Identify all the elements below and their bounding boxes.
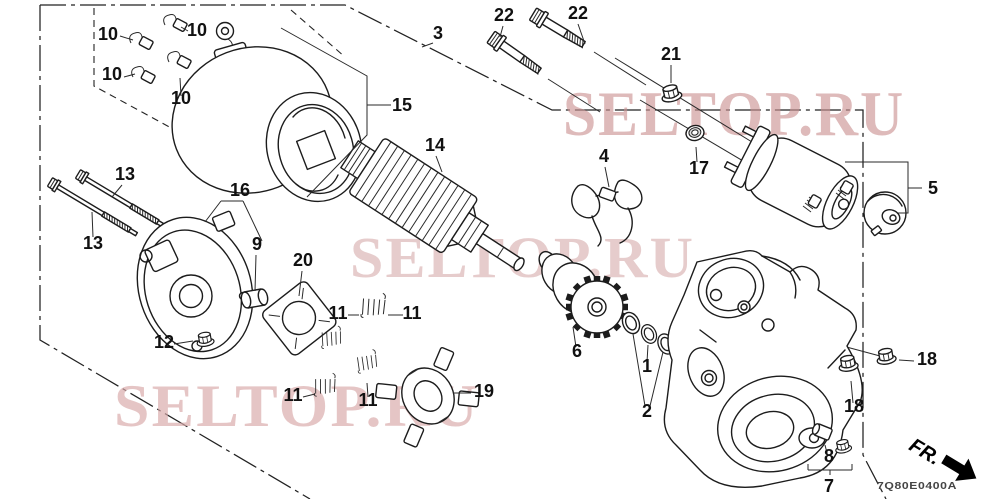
flange-nut-18-drawing <box>874 346 898 367</box>
callout-5[interactable]: 5 <box>928 178 938 198</box>
carbon-brush-drawing <box>166 50 193 70</box>
callout-13-1[interactable]: 13 <box>115 164 135 184</box>
watermark-top-right: SELTOP.RU <box>563 78 905 149</box>
callout-10-3[interactable]: 10 <box>102 64 122 84</box>
end-cover-drawing <box>136 210 254 360</box>
callout-10-2[interactable]: 10 <box>187 20 207 40</box>
callout-15[interactable]: 15 <box>392 95 412 115</box>
callout-9[interactable]: 9 <box>252 234 262 254</box>
pin-8-drawing <box>811 423 853 455</box>
diagram-part-code: 7Q80E0400A <box>877 481 957 492</box>
mount-bolt-drawing-1 <box>485 29 546 80</box>
callout-11-2[interactable]: 11 <box>402 303 421 323</box>
callout-14[interactable]: 14 <box>425 135 445 155</box>
callout-17[interactable]: 17 <box>689 158 709 178</box>
armature-drawing <box>340 138 525 272</box>
fr-label: FR. <box>905 434 944 469</box>
brush-spring-drawing <box>351 347 383 377</box>
callout-18-1[interactable]: 18 <box>917 349 937 369</box>
callout-brackets <box>204 27 922 475</box>
carbon-brush-drawing <box>128 31 155 51</box>
fr-arrow-icon <box>941 454 977 481</box>
solenoid-drawing <box>723 125 907 237</box>
callout-11-3[interactable]: 11 <box>283 385 302 405</box>
callout-10-4[interactable]: 10 <box>171 88 191 108</box>
callout-1[interactable]: 1 <box>642 356 652 376</box>
gear-case-drawing <box>663 249 863 488</box>
callout-3[interactable]: 3 <box>433 23 443 43</box>
callout-12[interactable]: 12 <box>154 332 174 352</box>
callout-11-1[interactable]: 11 <box>328 303 347 323</box>
callout-2[interactable]: 2 <box>642 401 652 421</box>
clutch-pinion-drawing <box>538 250 629 339</box>
brush-holder-drawing <box>375 346 480 448</box>
brush-spring-drawing <box>355 291 391 322</box>
solenoid-terminal-drawing <box>802 180 854 213</box>
callout-4[interactable]: 4 <box>599 146 609 166</box>
callout-16[interactable]: 16 <box>230 180 250 200</box>
callout-10-1[interactable]: 10 <box>98 24 118 44</box>
callout-22-2[interactable]: 22 <box>568 3 588 23</box>
brush-plate-drawing <box>262 281 337 356</box>
callout-6[interactable]: 6 <box>572 341 582 361</box>
callout-11-4[interactable]: 11 <box>358 390 377 410</box>
callout-20[interactable]: 20 <box>293 250 313 270</box>
thrust-washer-drawing <box>638 321 660 347</box>
callout-leaders <box>91 23 915 454</box>
figure-frame <box>39 4 887 499</box>
callout-19[interactable]: 19 <box>474 381 494 401</box>
bushing-9-drawing <box>240 288 269 309</box>
callout-numbers: 10 10 10 10 3 22 22 21 15 14 4 17 5 13 1… <box>83 3 938 496</box>
callout-8[interactable]: 8 <box>824 446 834 466</box>
callout-18-2[interactable]: 18 <box>844 396 864 416</box>
callout-21[interactable]: 21 <box>661 44 681 64</box>
shift-fork-drawing <box>571 179 643 247</box>
callout-7[interactable]: 7 <box>824 476 834 496</box>
motor-case-drawing <box>171 46 363 203</box>
carbon-brush-drawing <box>130 65 157 85</box>
callout-13-2[interactable]: 13 <box>83 233 103 253</box>
solenoid-end-cap-drawing <box>863 191 907 237</box>
brush-region-boundary <box>93 8 346 137</box>
callout-22-1[interactable]: 22 <box>494 5 514 25</box>
